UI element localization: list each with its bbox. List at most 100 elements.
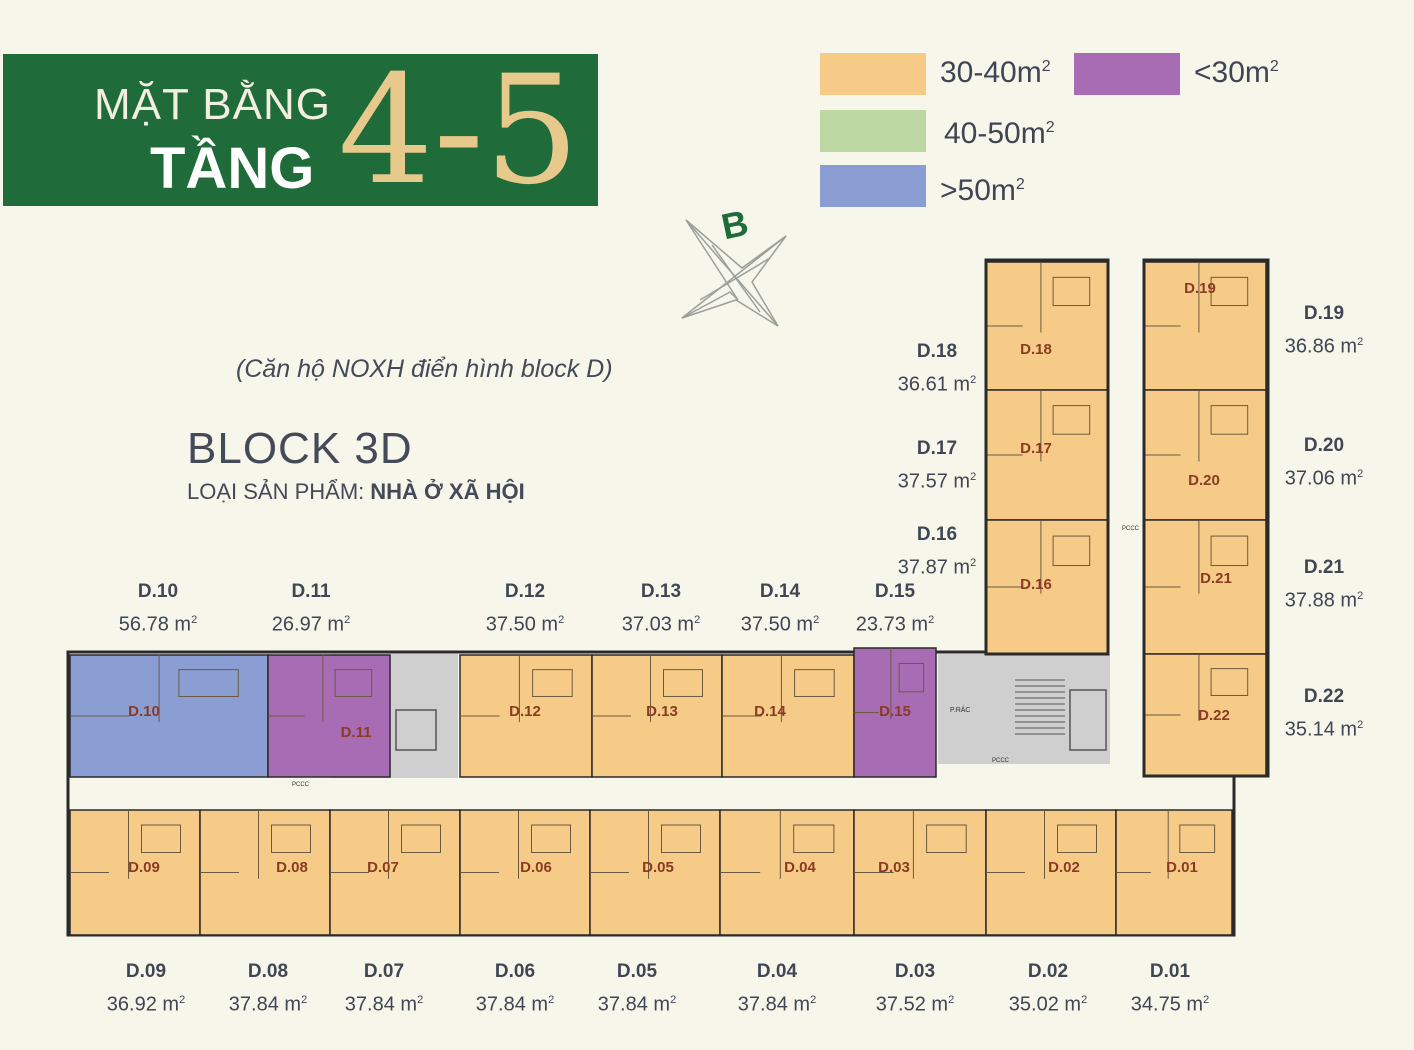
legend-label-under-30: <30m2 <box>1194 56 1279 89</box>
unit-area: 37.50 m2 <box>485 613 565 636</box>
unit-label-d13: D.13 37.03 m2 <box>601 578 721 639</box>
bed-outline <box>1052 535 1091 567</box>
product-type: LOẠI SẢN PHẨM:NHÀ Ở XÃ HỘI <box>187 479 525 504</box>
unit-tag-d07: D.07 <box>367 859 399 876</box>
legend-label-over-50: >50m2 <box>940 174 1025 207</box>
unit-tag-d17: D.17 <box>1020 440 1052 457</box>
unit-code: D.01 <box>1149 961 1191 982</box>
legend-swatch-40-50 <box>820 110 926 152</box>
unit-label-d05: D.05 37.84 m2 <box>577 958 697 1019</box>
legend-swatch-30-40 <box>820 53 926 95</box>
unit-tag-d22: D.22 <box>1198 707 1230 724</box>
bed-outline <box>1210 535 1249 567</box>
unit-label-d10: D.10 56.78 m2 <box>98 578 218 639</box>
unit-tag-d16: D.16 <box>1020 576 1052 593</box>
floor-number: 4-5 <box>338 44 580 218</box>
unit-tag-d09: D.09 <box>128 859 160 876</box>
unit-code: D.22 <box>1303 686 1345 707</box>
block-title: BLOCK 3D <box>187 424 413 473</box>
wing-wall-right <box>1142 258 1270 778</box>
unit-code: D.14 <box>759 581 801 602</box>
bed-outline <box>1210 405 1249 435</box>
bed-outline <box>1210 668 1249 696</box>
title-banner <box>3 54 598 206</box>
subtitle: (Căn hộ NOXH điển hình block D) <box>236 355 613 383</box>
bed-outline <box>1179 824 1216 853</box>
unit-tag-d18: D.18 <box>1020 341 1052 358</box>
unit-code: D.04 <box>756 961 798 982</box>
unit-area: 56.78 m2 <box>118 613 198 636</box>
unit-code: D.12 <box>504 581 546 602</box>
unit-label-d04: D.04 37.84 m2 <box>717 958 837 1019</box>
unit-tag-d06: D.06 <box>520 859 552 876</box>
unit-area: 36.61 m2 <box>897 373 977 396</box>
elevator-shaft-west <box>395 709 437 751</box>
unit-code: D.21 <box>1303 557 1345 578</box>
unit-area: 34.75 m2 <box>1130 993 1210 1016</box>
unit-tag-d04: D.04 <box>784 859 816 876</box>
bed-outline <box>1052 276 1091 307</box>
bed-outline <box>1057 824 1097 853</box>
unit-tag-d15: D.15 <box>879 703 911 720</box>
bed-outline <box>1052 405 1091 435</box>
bed-outline <box>334 669 373 697</box>
unit-tag-d03: D.03 <box>878 859 910 876</box>
unit-area: 36.86 m2 <box>1284 335 1364 358</box>
unit-code: D.07 <box>363 961 405 982</box>
pccc-note: PCCC <box>992 758 1010 764</box>
unit-tag-d13: D.13 <box>646 703 678 720</box>
unit-area: 37.84 m2 <box>597 993 677 1016</box>
unit-tag-d02: D.02 <box>1048 859 1080 876</box>
unit-area: 23.73 m2 <box>855 613 935 636</box>
unit-tag-d12: D.12 <box>509 703 541 720</box>
unit-label-d21: D.21 37.88 m2 <box>1264 554 1384 615</box>
unit-area: 37.03 m2 <box>621 613 701 636</box>
bed-outline <box>926 824 967 853</box>
unit-code: D.05 <box>616 961 658 982</box>
p-rac-note: P.RÁC <box>950 705 971 714</box>
unit-area: 26.97 m2 <box>271 613 351 636</box>
legend-label-40-50: 40-50m2 <box>944 117 1055 150</box>
unit-tag-d11: D.11 <box>341 724 372 741</box>
unit-code: D.03 <box>894 961 936 982</box>
unit-code: D.06 <box>494 961 536 982</box>
unit-code: D.02 <box>1027 961 1069 982</box>
bed-outline <box>794 669 835 697</box>
bed-outline <box>401 824 441 853</box>
bed-outline <box>661 824 701 853</box>
bed-outline <box>178 669 239 697</box>
unit-code: D.08 <box>247 961 289 982</box>
unit-label-d22: D.22 35.14 m2 <box>1264 683 1384 744</box>
unit-tag-d14: D.14 <box>754 703 786 720</box>
unit-code: D.13 <box>640 581 682 602</box>
unit-code: D.09 <box>125 961 167 982</box>
unit-area: 37.84 m2 <box>475 993 555 1016</box>
unit-label-d14: D.14 37.50 m2 <box>720 578 840 639</box>
unit-d06 <box>459 809 591 936</box>
unit-code: D.10 <box>137 581 179 602</box>
bed-outline <box>898 662 925 693</box>
unit-tag-d20: D.20 <box>1188 472 1220 489</box>
unit-code: D.18 <box>916 341 958 362</box>
unit-area: 35.14 m2 <box>1284 718 1364 741</box>
unit-area: 37.84 m2 <box>737 993 817 1016</box>
bed-outline <box>793 824 835 853</box>
unit-code: D.16 <box>916 524 958 545</box>
unit-area: 37.50 m2 <box>740 613 820 636</box>
wing-wall-left <box>984 258 1110 656</box>
bed-outline <box>1210 276 1249 307</box>
bed-outline <box>531 824 571 853</box>
title-line1: MẶT BẰNG <box>94 80 332 129</box>
unit-area: 37.88 m2 <box>1284 589 1364 612</box>
unit-tag-d08: D.08 <box>276 859 308 876</box>
unit-tag-d05: D.05 <box>642 859 674 876</box>
unit-tag-d21: D.21 <box>1200 570 1232 587</box>
